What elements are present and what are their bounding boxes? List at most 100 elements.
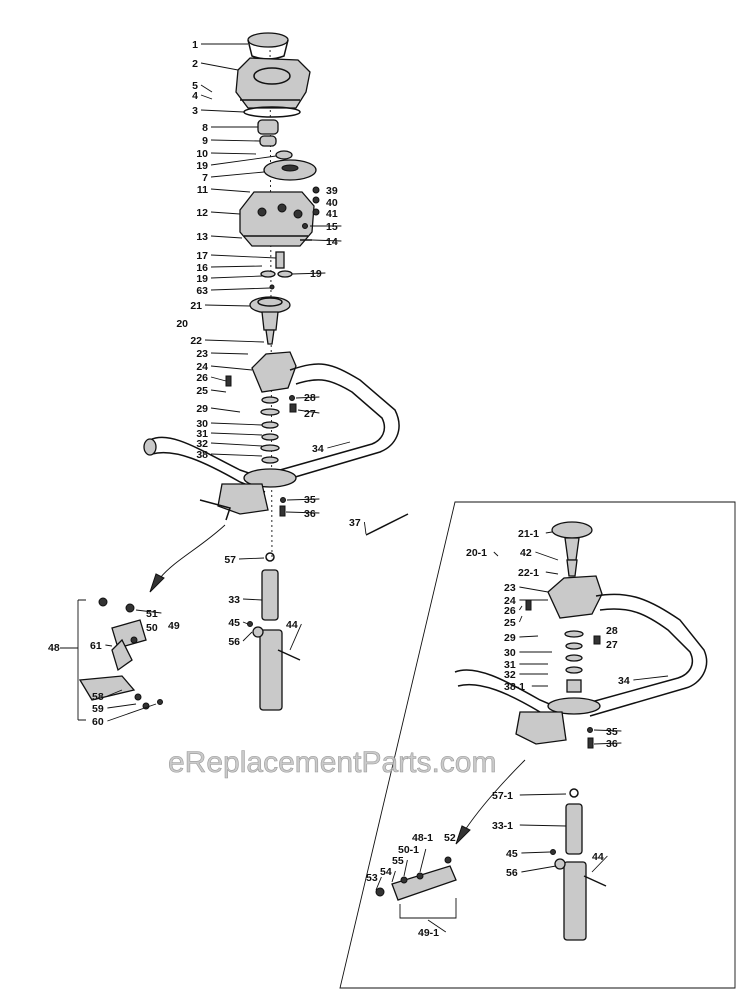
- detail-leader-line-5: [107, 689, 123, 697]
- main-leader-line-37: [327, 441, 351, 449]
- main-label-30: 40: [326, 197, 338, 209]
- main-label-3: 4: [192, 90, 198, 102]
- main-label-9: 7: [202, 172, 208, 184]
- detail-label-5: 58: [92, 691, 104, 703]
- main-leader-line-11: [210, 211, 241, 215]
- detail-label-3: 48: [48, 642, 60, 654]
- part-gear: [263, 150, 317, 181]
- main-leader-line-42: [242, 598, 263, 601]
- main-leader-line-28: [210, 453, 263, 457]
- main-label-17: 20: [176, 318, 188, 330]
- main-leader-line-41: [238, 557, 265, 560]
- part-washer-stack: [260, 396, 280, 464]
- main-label-39: 36: [304, 508, 316, 520]
- main-label-27: 32: [196, 438, 208, 450]
- main-leader-line-13: [210, 254, 277, 259]
- inset-bolt: [525, 599, 532, 611]
- inset-label-2: 42: [520, 547, 532, 559]
- part-handle-frame: [143, 351, 400, 493]
- inset-leader-line-28: [375, 876, 382, 891]
- inset-leader-line-6: [519, 605, 523, 611]
- inset-label-14: 27: [606, 639, 618, 651]
- main-leader-line-9: [210, 171, 265, 178]
- inset-label-9: 30: [504, 647, 516, 659]
- main-leader-line-19: [204, 339, 265, 343]
- detail-label-0: 51: [146, 608, 158, 620]
- inset-label-17: 36: [606, 738, 618, 750]
- main-leader-line-24: [210, 407, 241, 413]
- main-label-16: 63: [196, 285, 208, 297]
- main-label-20: 23: [196, 348, 208, 360]
- part-throttle-body: [78, 603, 163, 710]
- main-label-0: 1: [192, 39, 198, 51]
- inset-leader-line-29: [427, 919, 447, 933]
- main-leader-line-3: [200, 94, 213, 100]
- part-pulley: [249, 296, 291, 345]
- inset-variant-box: [339, 501, 736, 989]
- main-assembly: [143, 32, 409, 711]
- main-leader-line-16: [210, 287, 271, 291]
- main-leader-line-23: [210, 389, 227, 393]
- part-lower-plate: [199, 468, 297, 521]
- detail-leader-line-6: [107, 703, 137, 709]
- inset-label-11: 32: [504, 669, 516, 681]
- inset-leader-line-2: [535, 551, 559, 561]
- main-label-1: 2: [192, 58, 198, 70]
- main-label-6: 9: [202, 135, 208, 147]
- main-leader-line-18: [204, 304, 251, 307]
- inset-label-19: 33-1: [492, 820, 513, 832]
- main-label-29: 39: [326, 185, 338, 197]
- inset-label-16: 35: [606, 726, 618, 738]
- main-leader-line-27: [210, 442, 263, 447]
- main-label-18: 21: [190, 300, 202, 312]
- main-label-42: 33: [228, 594, 240, 606]
- main-label-25: 30: [196, 418, 208, 430]
- inset-leader-line-19: [519, 824, 567, 827]
- main-label-19: 22: [190, 335, 202, 347]
- main-leader-line-2: [200, 84, 213, 93]
- main-leader-line-26: [210, 432, 263, 436]
- detail-label-7: 60: [92, 716, 104, 728]
- main-label-8: 19: [196, 160, 208, 172]
- main-label-7: 10: [196, 148, 208, 160]
- inset-leader-line-15: [633, 675, 669, 681]
- inset-label-15: 34: [618, 675, 630, 687]
- inset-leader-line-16: [593, 729, 622, 732]
- inset-pulley: [551, 521, 593, 577]
- inset-label-7: 25: [504, 617, 516, 629]
- detail-label-2: 49: [168, 620, 180, 632]
- inset-label-23: 48-1: [412, 832, 433, 844]
- main-leader-line-44: [242, 631, 253, 642]
- part-cap: [247, 32, 289, 60]
- inset-handle-frame: [454, 575, 708, 723]
- inset-label-5: 24: [504, 595, 516, 607]
- main-leader-line-34: [291, 272, 326, 275]
- main-label-23: 25: [196, 385, 208, 397]
- main-leader-line-40: [363, 521, 367, 535]
- main-label-43: 45: [228, 617, 240, 629]
- main-leader-line-1: [200, 62, 239, 71]
- inset-leader-line-8: [519, 635, 539, 638]
- part-plug: [265, 552, 275, 562]
- main-leader-line-8: [210, 155, 277, 166]
- inset-leader-line-21: [521, 865, 557, 873]
- part-hardware-stack: [300, 186, 320, 241]
- main-leader-line-33: [311, 239, 342, 242]
- main-label-10: 11: [197, 184, 208, 196]
- inset-label-22: 44: [592, 851, 604, 863]
- main-label-40: 37: [349, 517, 361, 529]
- inset-bolt-2: [593, 635, 601, 645]
- inset-label-1: 20-1: [466, 547, 487, 559]
- inset-label-6: 26: [504, 605, 516, 617]
- part-gear-housing: [239, 191, 315, 247]
- inset-washer-stack: [515, 630, 601, 745]
- inset-label-29: 49-1: [418, 927, 439, 939]
- detail-label-1: 50: [146, 622, 158, 634]
- main-label-38: 35: [304, 494, 316, 506]
- inset-label-12: 38-1: [504, 681, 525, 693]
- main-label-28: 38: [196, 449, 208, 461]
- inset-washer: [587, 727, 593, 733]
- main-leader-line-25: [210, 422, 263, 426]
- main-label-13: 17: [196, 250, 208, 262]
